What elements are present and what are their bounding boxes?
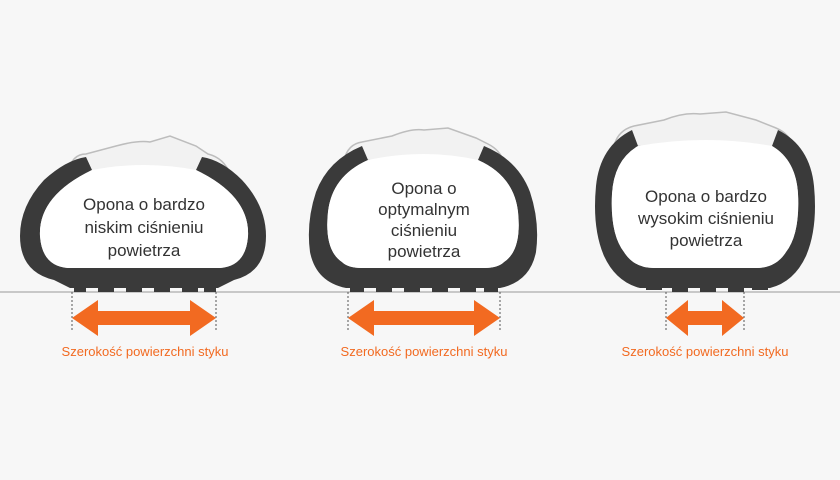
tire-label-low-line-1: Opona o bardzo (83, 195, 205, 214)
tire-label-high-line-2: wysokim ciśnieniu (637, 209, 774, 228)
tread-optimal (350, 284, 498, 292)
tire-label-high-line-1: Opona o bardzo (645, 187, 767, 206)
tire-label-optimal-line-3: ciśnieniu (391, 221, 457, 240)
tread-high (646, 282, 768, 292)
tire-label-optimal-line-4: powietrza (388, 242, 461, 261)
tire-body-optimal (308, 146, 538, 288)
contact-caption-low: Szerokość powierzchni styku (62, 344, 229, 359)
double-arrow-high (666, 300, 744, 336)
tire-label-optimal-line-2: optymalnym (378, 200, 470, 219)
contact-caption-optimal: Szerokość powierzchni styku (341, 344, 508, 359)
tire-body-low (20, 157, 266, 288)
rim-low (67, 135, 232, 175)
tire-inner-optimal (327, 154, 519, 268)
tire-optimal-pressure: Opona o optymalnym ciśnieniu powietrza (308, 127, 538, 292)
tire-inner-low (39, 165, 249, 268)
tire-low-pressure: Opona o bardzo niskim ciśnieniu powietrz… (20, 135, 266, 292)
contact-width-high: Szerokość powierzchni styku (622, 292, 789, 359)
contact-width-low: Szerokość powierzchni styku (62, 292, 229, 359)
tire-body-high (595, 130, 815, 288)
tire-inner-high (611, 140, 799, 268)
tire-label-high-line-3: powietrza (670, 231, 743, 250)
contact-width-optimal: Szerokość powierzchni styku (341, 292, 508, 359)
double-arrow-low (72, 300, 216, 336)
double-arrow-optimal (348, 300, 500, 336)
tire-high-pressure: Opona o bardzo wysokim ciśnieniu powietr… (595, 111, 815, 292)
tire-label-low-line-2: niskim ciśnieniu (84, 218, 203, 237)
rim-optimal (343, 127, 506, 163)
tread-low (74, 284, 216, 292)
tire-label-optimal-line-1: Opona o (391, 179, 456, 198)
contact-caption-high: Szerokość powierzchni styku (622, 344, 789, 359)
tire-label-low-line-3: powietrza (108, 241, 181, 260)
